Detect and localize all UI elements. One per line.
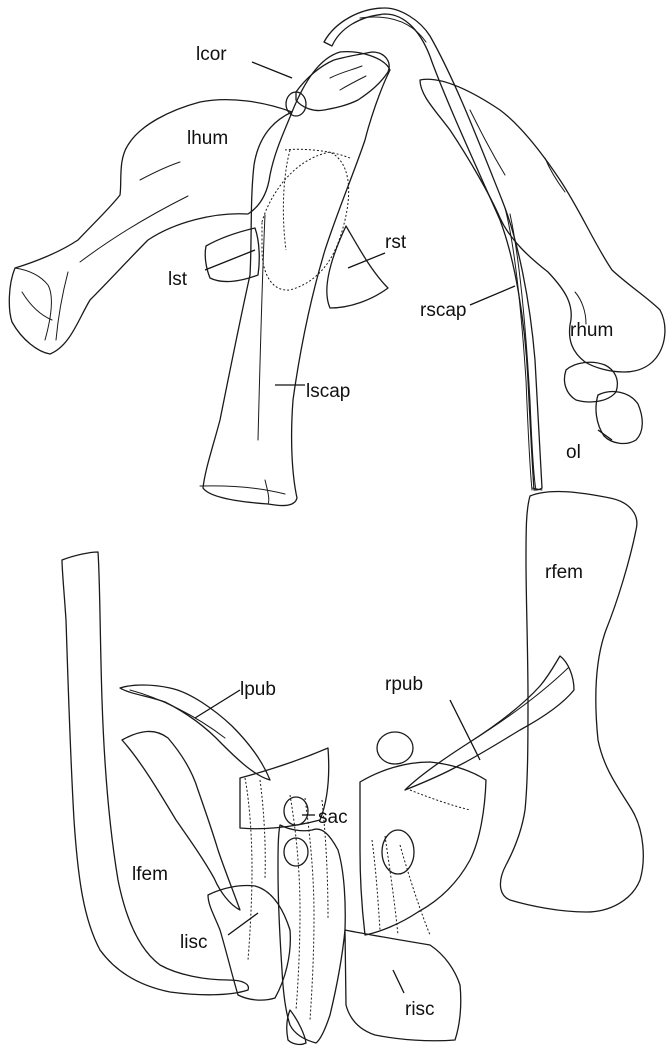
label-lfem: lfem: [132, 864, 168, 885]
label-rst: rst: [385, 232, 407, 253]
label-risc: risc: [405, 999, 435, 1020]
right-sternum: [327, 226, 388, 308]
label-rhum: rhum: [570, 320, 613, 341]
risc-leader: [393, 970, 404, 993]
left-humerus: [9, 100, 292, 354]
ol-leader: [598, 430, 612, 440]
label-ol: ol: [566, 442, 581, 463]
right-femur: [500, 492, 643, 912]
label-lpub: lpub: [240, 679, 276, 700]
label-rpub: rpub: [385, 674, 423, 695]
rpub-leader: [450, 700, 480, 760]
label-rfem: rfem: [545, 562, 583, 583]
label-lscap: lscap: [306, 381, 350, 402]
label-lst: lst: [168, 269, 188, 290]
left-sternum: [205, 149, 350, 290]
left-scapula: [200, 52, 390, 506]
lisc-leader: [228, 913, 258, 935]
rscap-leader: [470, 286, 515, 305]
label-sac: sac: [318, 807, 348, 828]
left-coracoid: [286, 52, 389, 116]
label-lhum: lhum: [187, 128, 228, 149]
labels: lcor lhum lst rst lscap rscap rhum ol rf…: [132, 44, 613, 1020]
label-rscap: rscap: [420, 300, 466, 321]
label-lisc: lisc: [180, 932, 207, 953]
rst-leader: [348, 253, 385, 268]
lst-leader: [205, 250, 255, 270]
olecranon: [564, 362, 642, 443]
label-lcor: lcor: [196, 44, 227, 65]
leader-lines: [195, 62, 612, 993]
pelvis: [62, 552, 574, 1044]
lcor-leader: [252, 62, 292, 78]
